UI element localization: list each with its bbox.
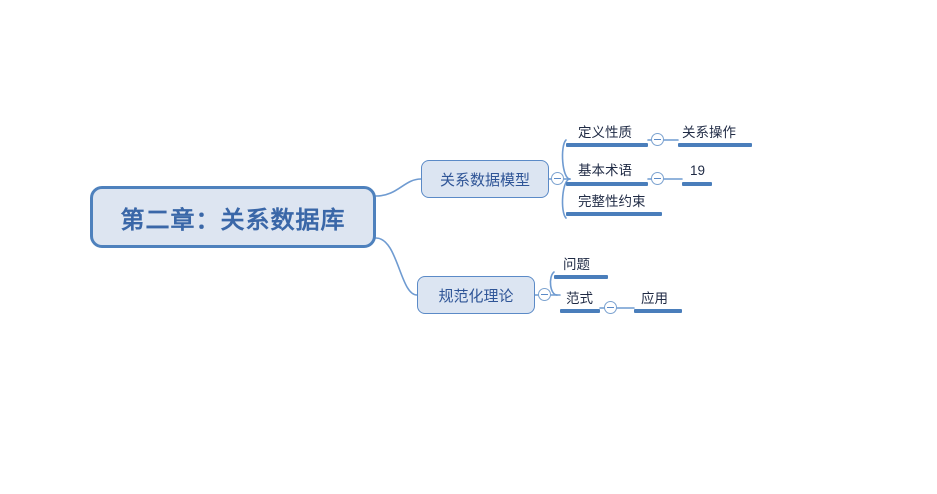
- branch-node-relational-model[interactable]: 关系数据模型: [421, 160, 549, 198]
- leaf-node[interactable]: 应用: [641, 290, 668, 307]
- branch-node-label: 关系数据模型: [439, 171, 530, 189]
- leaf-node[interactable]: 基本术语: [578, 162, 632, 179]
- leaf-node[interactable]: 关系操作: [682, 124, 736, 141]
- branch-node-label: 规范化理论: [438, 287, 514, 305]
- leaf-underline: [682, 182, 712, 186]
- leaf-underline: [634, 309, 682, 313]
- leaf-node[interactable]: 19: [690, 162, 705, 179]
- leaf-node[interactable]: 范式: [566, 290, 593, 307]
- leaf-underline: [560, 309, 600, 313]
- leaf-node-label: 基本术语: [578, 163, 632, 178]
- collapse-minus-icon[interactable]: [651, 172, 664, 185]
- leaf-node[interactable]: 完整性约束: [578, 193, 646, 210]
- collapse-minus-icon[interactable]: [538, 288, 551, 301]
- root-node-label: 第二章：关系数据库: [120, 206, 346, 234]
- leaf-node[interactable]: 问题: [563, 256, 590, 273]
- root-node[interactable]: 第二章：关系数据库: [90, 186, 376, 248]
- leaf-node-label: 问题: [563, 257, 590, 272]
- leaf-node-label: 关系操作: [682, 125, 736, 140]
- leaf-node-label: 完整性约束: [578, 194, 646, 209]
- leaf-underline: [554, 275, 608, 279]
- leaf-node-label: 定义性质: [578, 125, 632, 140]
- leaf-node-label: 19: [690, 163, 706, 178]
- branch-node-normalization-theory[interactable]: 规范化理论: [417, 276, 535, 314]
- leaf-node-label: 范式: [566, 291, 593, 306]
- collapse-minus-icon[interactable]: [551, 172, 564, 185]
- leaf-node[interactable]: 定义性质: [578, 124, 632, 141]
- leaf-node-label: 应用: [641, 291, 668, 306]
- leaf-underline: [566, 212, 662, 216]
- leaf-underline: [678, 143, 752, 147]
- collapse-minus-icon[interactable]: [604, 301, 617, 314]
- leaf-underline: [566, 143, 648, 147]
- leaf-underline: [566, 182, 648, 186]
- collapse-minus-icon[interactable]: [651, 133, 664, 146]
